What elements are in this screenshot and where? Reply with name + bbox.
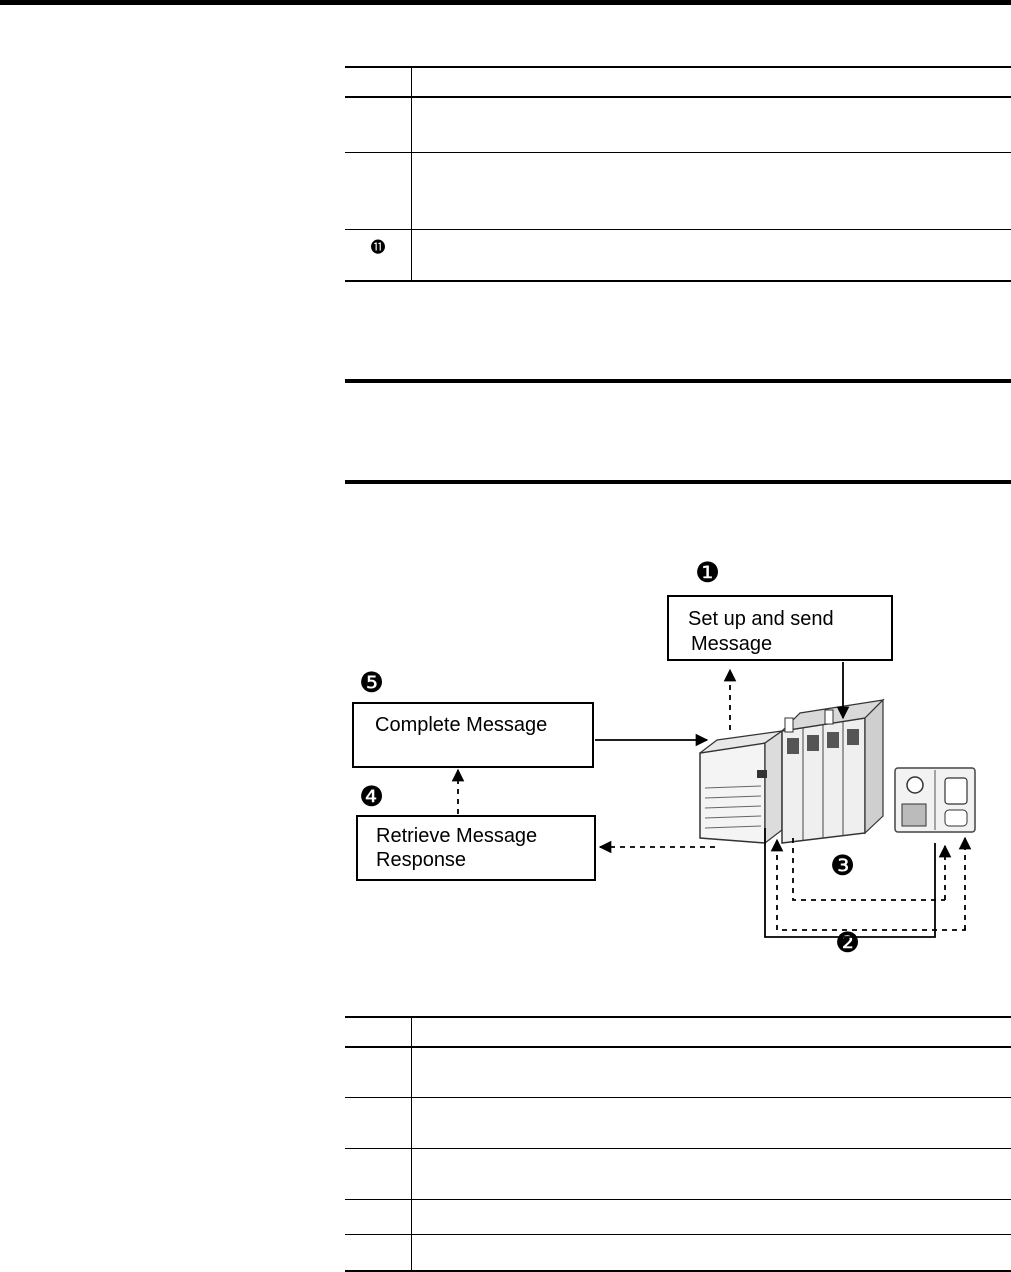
retrieve-response-label-line1: Retrieve Message [376, 825, 537, 847]
table-cell-number [345, 1148, 412, 1199]
table-cell-description [412, 152, 1011, 229]
table-cell-number [345, 67, 412, 97]
drive-illustration [895, 768, 975, 832]
controller-illustration [700, 700, 883, 843]
setup-send-label-line2: Message [691, 633, 772, 655]
steps-table-top: ⓫ [345, 66, 1011, 282]
step-1-marker: ❶ [695, 557, 720, 588]
complete-message-label: Complete Message [375, 714, 547, 736]
note-top-rule [345, 379, 1011, 383]
response-path-dashed-outer [777, 840, 965, 930]
message-flow-diagram: ❶ Set up and send Message ❺ Complete Mes… [345, 548, 985, 958]
table-header-row [345, 1017, 1011, 1047]
page-top-rule [0, 0, 1011, 5]
table-cell-description [412, 1017, 1011, 1047]
table-row [345, 97, 1011, 152]
steps-table-bottom [345, 1016, 1011, 1272]
table-cell-number [345, 1097, 412, 1148]
table-row [345, 1148, 1011, 1199]
table-cell-number: ⓫ [345, 229, 412, 281]
table-cell-description [412, 1148, 1011, 1199]
table-cell-number [345, 1017, 412, 1047]
table-row [345, 1097, 1011, 1148]
table-cell-description [412, 1199, 1011, 1234]
table-cell-description [412, 1047, 1011, 1097]
response-path-dashed-inner [793, 838, 945, 900]
step-4-marker: ❹ [359, 781, 384, 812]
table-cell-number [345, 1234, 412, 1271]
retrieve-response-label-line2: Response [376, 849, 466, 871]
step-2-marker: ❷ [835, 927, 860, 958]
setup-send-label-line1: Set up and send [688, 608, 834, 630]
table-cell-number [345, 97, 412, 152]
request-path-solid [765, 828, 935, 937]
table-cell-number [345, 152, 412, 229]
table-row [345, 1234, 1011, 1271]
note-bottom-rule [345, 480, 1011, 484]
table-cell-description [412, 1097, 1011, 1148]
table-cell-number [345, 1047, 412, 1097]
table-cell-description [412, 97, 1011, 152]
table-row [345, 152, 1011, 229]
table-header-row [345, 67, 1011, 97]
table-cell-number [345, 1199, 412, 1234]
step-3-marker: ❸ [830, 850, 855, 881]
table-row: ⓫ [345, 229, 1011, 281]
table-cell-description [412, 67, 1011, 97]
table-cell-description [412, 229, 1011, 281]
step-5-marker: ❺ [359, 667, 384, 698]
table-row [345, 1047, 1011, 1097]
table-cell-description [412, 1234, 1011, 1271]
table-row [345, 1199, 1011, 1234]
